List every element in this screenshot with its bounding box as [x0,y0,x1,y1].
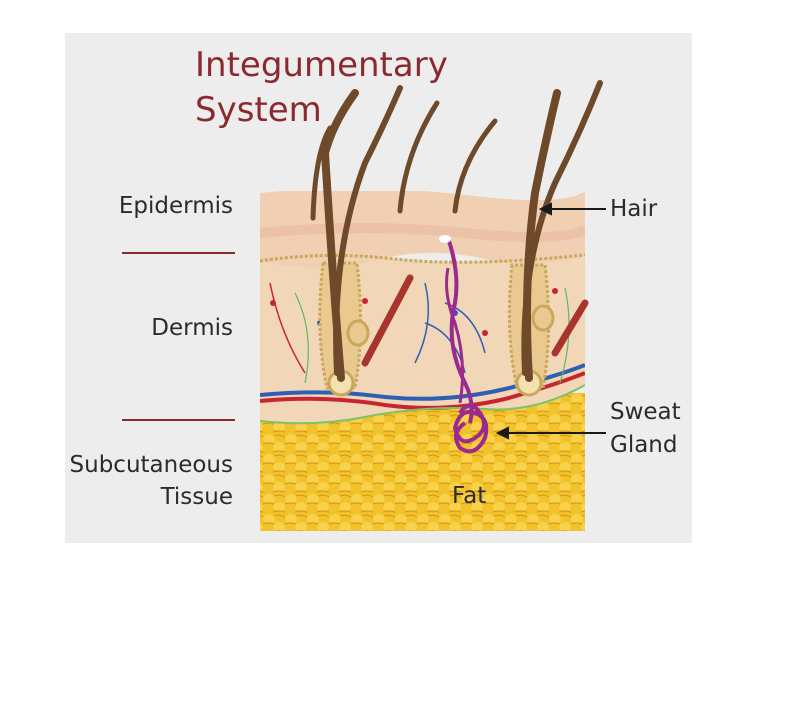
divider-epidermis-dermis [122,252,235,254]
skin-cross-section [260,80,606,531]
label-sweat: Sweat [610,399,681,425]
title-line-1: Integumentary [195,45,448,85]
label-hair: Hair [610,196,658,222]
label-gland: Gland [610,432,678,458]
label-tissue: Tissue [160,484,233,510]
sweat-gland [439,235,489,454]
label-subcutaneous: Subcutaneous [69,452,233,478]
label-dermis: Dermis [151,315,233,341]
label-fat: Fat [452,483,487,509]
hair-shafts [310,80,603,382]
title-line-2: System [195,90,322,130]
label-epidermis: Epidermis [118,193,233,219]
pointer-arrows [495,202,606,440]
divider-dermis-subcutaneous [122,419,235,421]
diagram-panel: Integumentary System Epidermis Dermis Su… [65,33,692,543]
